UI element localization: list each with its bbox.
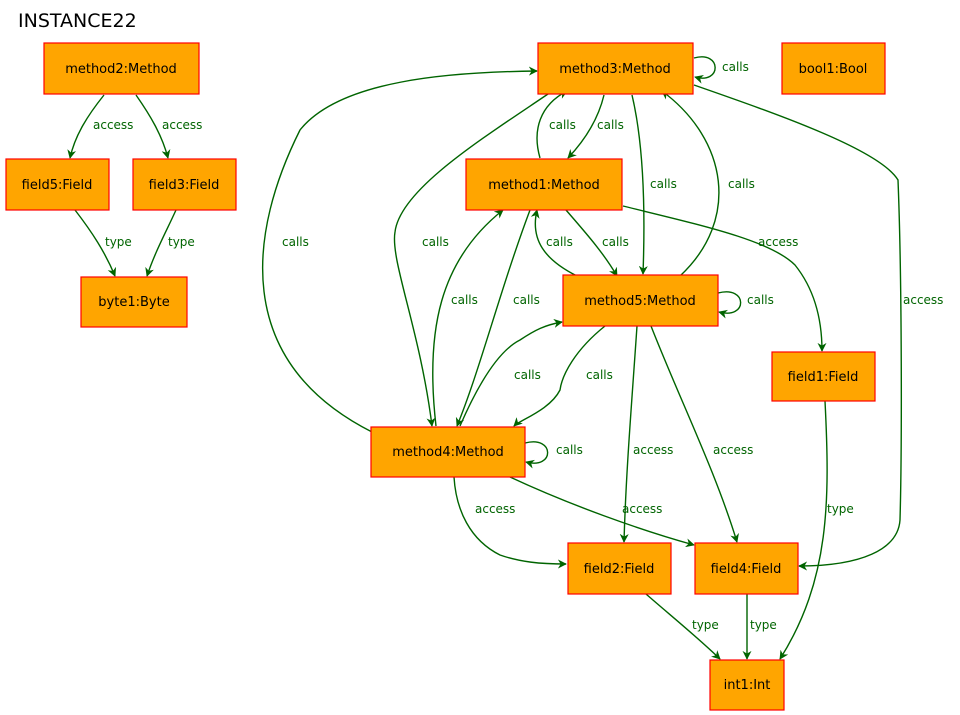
edge-label-method3-field4: access [903, 293, 943, 307]
node-label-method2: method2:Method [65, 62, 177, 77]
node-field1[interactable]: field1:Field [771, 351, 876, 402]
edge-label-field5-byte1: type [105, 235, 132, 249]
edge-method4-method5: calls [459, 318, 563, 427]
node-label-field2: field2:Field [584, 562, 655, 577]
edge-method2-field5: access [67, 94, 133, 159]
edge-label-field2-int1: type [692, 618, 719, 632]
node-bool1[interactable]: bool1:Bool [781, 42, 886, 95]
edge-label-method1-method4: calls [513, 293, 540, 307]
node-label-method3: method3:Method [559, 62, 671, 77]
edge-method1-method4: calls [455, 209, 540, 427]
node-label-bool1: bool1:Bool [799, 62, 868, 77]
node-method2[interactable]: method2:Method [43, 42, 200, 95]
edge-label-method5-method3: calls [728, 177, 755, 191]
node-field2[interactable]: field2:Field [567, 542, 672, 595]
node-method5[interactable]: method5:Method [562, 274, 719, 327]
node-int1[interactable]: int1:Int [709, 659, 785, 711]
node-method3[interactable]: method3:Method [537, 42, 694, 95]
edge-label-method4-field4: access [622, 502, 662, 516]
edge-method3-field4: access [693, 84, 943, 571]
edge-method4-field2: access [453, 476, 567, 569]
edge-label-method5-method4: calls [586, 368, 613, 382]
edge-label-method5-field2: access [633, 443, 673, 457]
nodes: method2:Method field5:Field field3:Field… [5, 42, 886, 711]
edge-label-field3-byte1: type [168, 235, 195, 249]
edge-label-method3-method1: calls [597, 118, 624, 132]
edge-field5-byte1: type [74, 209, 132, 277]
node-method1[interactable]: method1:Method [465, 158, 623, 211]
edge-label-method2-field3: access [162, 118, 202, 132]
edge-method5-field4: access [650, 325, 753, 543]
edge-method1-method3: calls [536, 90, 576, 159]
edge-method5-self: calls [717, 291, 774, 319]
node-field3[interactable]: field3:Field [132, 158, 237, 211]
edge-method4-field4: access [509, 476, 695, 548]
node-label-field4: field4:Field [711, 562, 782, 577]
edge-field1-int1: type [779, 400, 854, 660]
node-byte1[interactable]: byte1:Byte [80, 276, 188, 328]
node-field5[interactable]: field5:Field [5, 158, 110, 211]
node-label-field3: field3:Field [149, 178, 220, 193]
edge-label-field4-int1: type [750, 618, 777, 632]
edge-label-method2-field5: access [93, 118, 133, 132]
node-label-int1: int1:Int [724, 678, 771, 693]
edge-method5-method4: calls [513, 325, 613, 427]
diagram-title: INSTANCE22 [18, 10, 137, 32]
edge-method2-field3: access [135, 94, 202, 159]
edge-method3-method1: calls [567, 94, 624, 159]
edge-label-method4-method1: calls [451, 293, 478, 307]
node-label-method4: method4:Method [392, 445, 504, 460]
edge-method3-method5: calls [631, 94, 677, 275]
node-method4[interactable]: method4:Method [370, 426, 526, 478]
edge-label-method4-method5: calls [514, 368, 541, 382]
edge-label-method3-method4: calls [422, 235, 449, 249]
node-label-field1: field1:Field [788, 370, 859, 385]
edge-label-method5-method1: calls [546, 235, 573, 249]
edge-method5-field2: access [619, 325, 673, 543]
edge-label-method4-field2: access [475, 502, 515, 516]
edge-label-method5-self: calls [747, 293, 774, 307]
node-label-method5: method5:Method [584, 294, 696, 309]
node-label-method1: method1:Method [488, 178, 600, 193]
node-label-field5: field5:Field [22, 178, 93, 193]
edges: access access type type calls calls call… [67, 56, 943, 660]
edge-label-method3-self: calls [722, 60, 749, 74]
edge-label-method4-self: calls [556, 443, 583, 457]
edge-method5-method3: calls [661, 90, 755, 277]
node-label-byte1: byte1:Byte [98, 295, 169, 310]
edge-method4-method3: calls [261, 66, 538, 433]
edge-label-method1-field1: access [758, 235, 798, 249]
edge-method4-method1: calls [431, 209, 504, 427]
edge-method1-field1: access [622, 205, 827, 352]
edge-label-method3-method5: calls [650, 177, 677, 191]
edge-label-field1-int1: type [827, 502, 854, 516]
edge-label-method1-method3: calls [549, 118, 576, 132]
node-field4[interactable]: field4:Field [694, 542, 799, 595]
edge-method5-method1: calls [530, 209, 578, 277]
edge-label-method1-method5: calls [602, 235, 629, 249]
edge-method4-self: calls [524, 441, 583, 469]
edge-field3-byte1: type [145, 209, 195, 277]
edge-label-method5-field4: access [713, 443, 753, 457]
edge-field4-int1: type [742, 593, 777, 660]
edge-method1-method5: calls [565, 209, 629, 277]
edge-field2-int1: type [645, 593, 721, 660]
edge-method3-method4: calls [393, 93, 549, 427]
edge-method3-self: calls [693, 56, 749, 84]
edge-label-method4-method3: calls [282, 235, 309, 249]
